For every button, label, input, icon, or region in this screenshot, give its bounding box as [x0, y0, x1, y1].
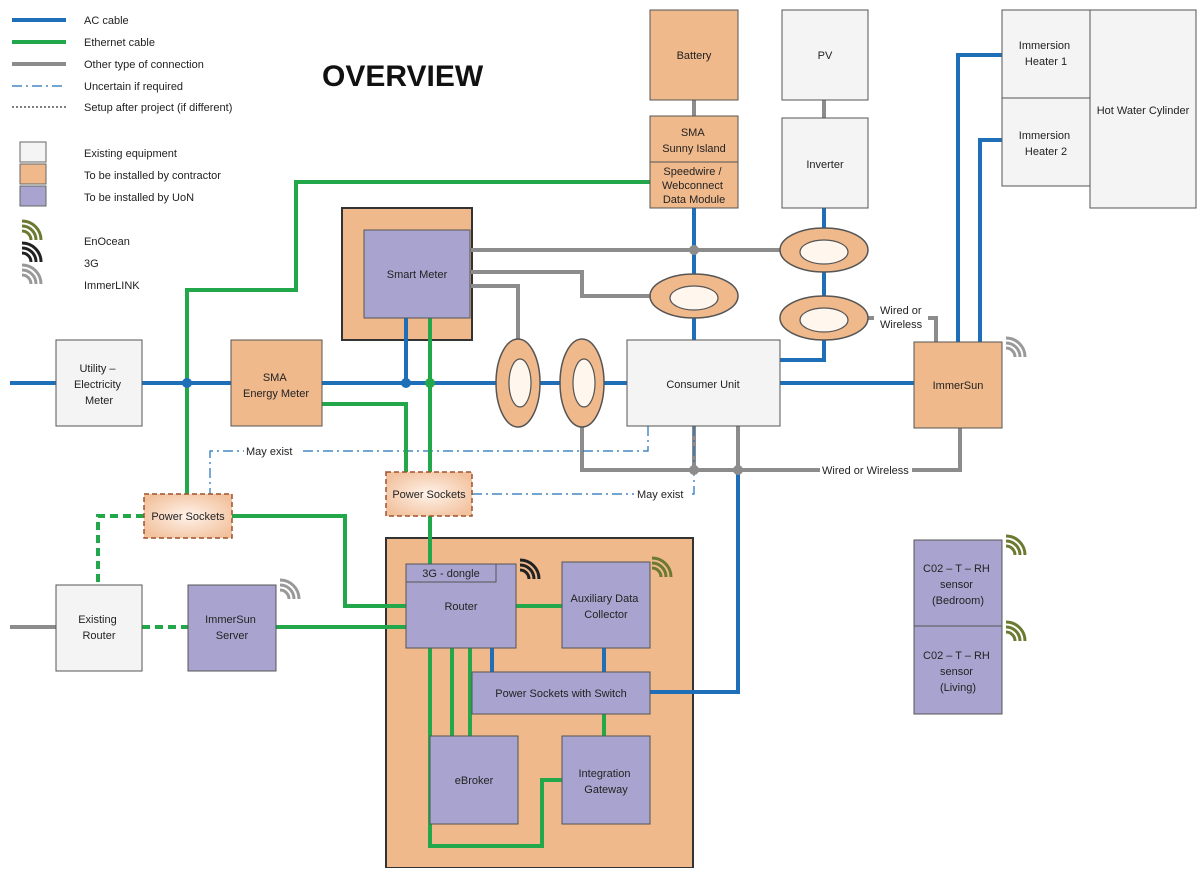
immersun-label: ImmerSun — [933, 380, 984, 392]
immersun-server-label: ImmerSun Server — [205, 614, 259, 642]
sunny-island-box — [649, 115, 739, 163]
immersion-heater-2-label: Immersion Heater 2 — [1019, 130, 1073, 158]
battery-label: Battery — [677, 50, 712, 62]
3g-icon — [519, 558, 541, 580]
existing-router-label: Existing Router — [78, 614, 120, 642]
ct-clamp-ring — [559, 338, 605, 428]
immersion-heater-1-box — [1001, 9, 1091, 99]
sensor-living-label: C02 – T – RH sensor (Living) — [923, 650, 993, 694]
ebroker-box — [429, 735, 519, 825]
wired-or-wireless-1-label: Wired or Wireless — [880, 305, 925, 331]
battery-box — [649, 9, 739, 101]
immerlink-icon — [21, 263, 43, 285]
router-label: Router — [444, 601, 477, 613]
ct-clamp-ring — [779, 227, 869, 273]
hot-water-cylinder-label: Hot Water Cylinder — [1097, 105, 1190, 117]
pv-label: PV — [818, 50, 833, 62]
legend-uon-swatch — [19, 185, 47, 207]
power-sockets-left-label: Power Sockets — [151, 511, 225, 523]
power-sockets-switch-label: Power Sockets with Switch — [495, 688, 626, 700]
immerlink-icon — [279, 578, 301, 600]
existing-router-box — [55, 584, 143, 672]
legend-3g-label: 3G — [84, 258, 99, 270]
3g-dongle-label: 3G - dongle — [422, 568, 479, 580]
power-sockets-centre-label: Power Sockets — [392, 489, 466, 501]
3g-icon — [21, 241, 43, 263]
legend-immerlink-label: ImmerLINK — [84, 280, 140, 292]
immersion-heater-2-box — [1001, 97, 1091, 187]
wired-or-wireless-2-label: Wired or Wireless — [822, 465, 909, 477]
inverter-box — [781, 117, 869, 209]
legend-uon-label: To be installed by UoN — [84, 192, 194, 204]
immersun-server-box — [187, 584, 277, 672]
ct-clamp-ring — [649, 273, 739, 319]
aux-collector-label: Auxiliary Data Collector — [571, 593, 642, 621]
page-title: OVERVIEW — [322, 60, 484, 93]
legend-other-label: Other type of connection — [84, 59, 204, 71]
integration-gateway-box — [561, 735, 651, 825]
energy-meter-box — [230, 339, 323, 427]
data-module-label: Speedwire / Webconnect Data Module — [662, 166, 726, 206]
aux-collector-box — [561, 561, 651, 649]
sensor-bedroom-box — [913, 539, 1003, 627]
enocean-icon — [1005, 620, 1027, 642]
legend: AC cable Ethernet cable Other type of co… — [12, 15, 232, 292]
immersion-heater-1-label: Immersion Heater 1 — [1019, 40, 1073, 68]
wired-or-wireless-1-bg — [874, 302, 928, 332]
legend-contractor-label: To be installed by contractor — [84, 170, 221, 182]
integration-gateway-label: Integration Gateway — [578, 768, 633, 796]
may-exist-1-bg — [244, 444, 302, 458]
legend-ac-label: AC cable — [84, 15, 129, 27]
legend-ethernet-label: Ethernet cable — [84, 37, 155, 49]
sunny-island-label: SMA Sunny Island — [662, 127, 726, 155]
legend-dotted-label: Setup after project (if different) — [84, 102, 232, 114]
sensor-living-box — [913, 625, 1003, 715]
wired-or-wireless-2-bg — [820, 463, 912, 477]
power-sockets-switch-box — [471, 671, 651, 715]
inverter-label: Inverter — [806, 159, 844, 171]
ct-clamp-ring — [495, 338, 541, 428]
enocean-icon — [1005, 534, 1027, 556]
ac-cables — [10, 53, 1002, 694]
immerlink-icon — [1005, 336, 1027, 358]
may-exist-2-bg — [634, 487, 692, 501]
power-sockets-centre-box — [385, 471, 473, 517]
power-sockets-left-box — [143, 493, 233, 539]
legend-existing-label: Existing equipment — [84, 148, 177, 160]
internal-ac-links — [490, 648, 606, 672]
ct-clamp-ring — [779, 295, 869, 341]
utility-meter-box — [55, 339, 143, 427]
smart-meter-box — [363, 229, 471, 319]
pv-box — [781, 9, 869, 101]
legend-contractor-swatch — [19, 163, 47, 185]
consumer-unit-label: Consumer Unit — [666, 379, 739, 391]
consumer-unit-box — [626, 339, 781, 427]
smart-meter-label: Smart Meter — [387, 269, 448, 281]
legend-enocean-label: EnOcean — [84, 236, 130, 248]
legend-existing-swatch — [19, 141, 47, 163]
legend-dashdot-label: Uncertain if required — [84, 81, 183, 93]
may-exist-2-label: May exist — [637, 489, 683, 501]
3g-dongle-box — [405, 563, 497, 583]
sensor-bedroom-label: C02 – T – RH sensor (Bedroom) — [923, 563, 993, 607]
junction-dots — [182, 378, 435, 388]
immersun-box — [913, 341, 1003, 429]
energy-meter-label: SMA Energy Meter — [243, 372, 309, 400]
grey-junction-dots — [689, 245, 743, 475]
ebroker-label: eBroker — [455, 775, 494, 787]
ethernet-future-links — [96, 514, 188, 629]
enocean-icon — [21, 219, 43, 241]
data-module-box — [649, 161, 739, 209]
enocean-icon — [651, 556, 673, 578]
utility-meter-label: Utility – Electricity Meter — [74, 363, 124, 407]
hot-water-cylinder-box — [1089, 9, 1197, 209]
may-exist-1-label: May exist — [246, 446, 292, 458]
